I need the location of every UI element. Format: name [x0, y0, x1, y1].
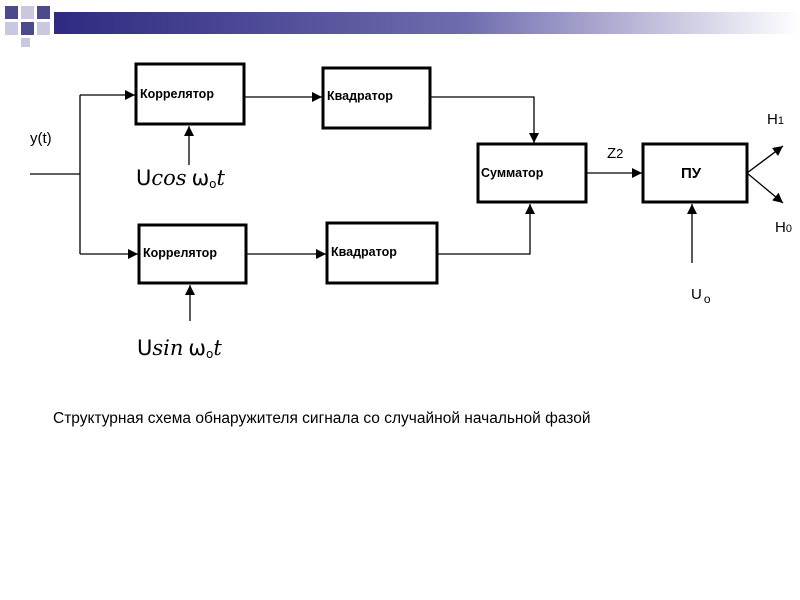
ref-bottom-omega: ω — [188, 336, 206, 360]
arrow-squarer-top-to-summator — [430, 96, 539, 143]
sum-output-label: Z2 — [607, 145, 623, 162]
summator-block — [476, 142, 588, 204]
decision-unit-block — [641, 142, 749, 204]
threshold-sub: o — [704, 292, 711, 306]
ref-top-var: t — [217, 166, 226, 190]
header-square-7 — [21, 38, 30, 47]
output-h0-index: 0 — [786, 223, 792, 235]
correlator-bottom-block — [137, 223, 248, 285]
ref-top-omega: ω — [192, 166, 210, 190]
arrow-squarer-bottom-to-summator — [437, 204, 535, 255]
threshold-base: U — [691, 286, 702, 303]
decision-unit-label: ПУ — [681, 165, 702, 182]
header-square-3 — [37, 6, 50, 19]
output-arrow-h1 — [746, 145, 784, 174]
output-h1-index: 1 — [778, 115, 784, 127]
ref-top-prefix: U — [136, 166, 151, 190]
diagram-caption: Структурная схема обнаружителя сигнала с… — [53, 410, 591, 427]
correlator-bottom-label: Коррелятор — [143, 246, 217, 260]
header-square-6 — [37, 22, 50, 35]
input-label: y(t) — [30, 130, 52, 147]
correlator-top-label: Коррелятор — [140, 87, 214, 101]
ref-bottom-func: sin — [152, 336, 183, 360]
ref-bottom-prefix: U — [137, 336, 152, 360]
header-square-2 — [21, 6, 34, 19]
ref-bottom-sub: o — [206, 347, 213, 361]
squarer-top-label: Квадратор — [327, 89, 393, 103]
ref-bottom-var: t — [213, 336, 222, 360]
output-h1-label: H1 — [767, 111, 784, 128]
squarer-bottom-label: Квадратор — [331, 245, 397, 259]
slide-header-decoration — [5, 6, 800, 47]
output-h0-base: H — [775, 219, 786, 236]
header-square-5 — [21, 22, 34, 35]
sum-output-base: Z — [607, 145, 616, 162]
sum-output-index: 2 — [616, 146, 623, 161]
squarer-top-block — [321, 66, 432, 130]
ref-top-sub: o — [209, 177, 216, 191]
squarer-bottom-block — [325, 221, 439, 285]
correlator-top-block — [134, 62, 246, 126]
output-h1-base: H — [767, 111, 778, 128]
header-gradient-bar — [54, 12, 800, 34]
ref-top-func: cos — [151, 166, 186, 190]
output-arrow-h0 — [746, 172, 784, 204]
output-h0-label: H0 — [775, 219, 792, 236]
header-square-1 — [5, 6, 18, 19]
header-square-4 — [5, 22, 18, 35]
summator-label: Сумматор — [481, 166, 544, 180]
